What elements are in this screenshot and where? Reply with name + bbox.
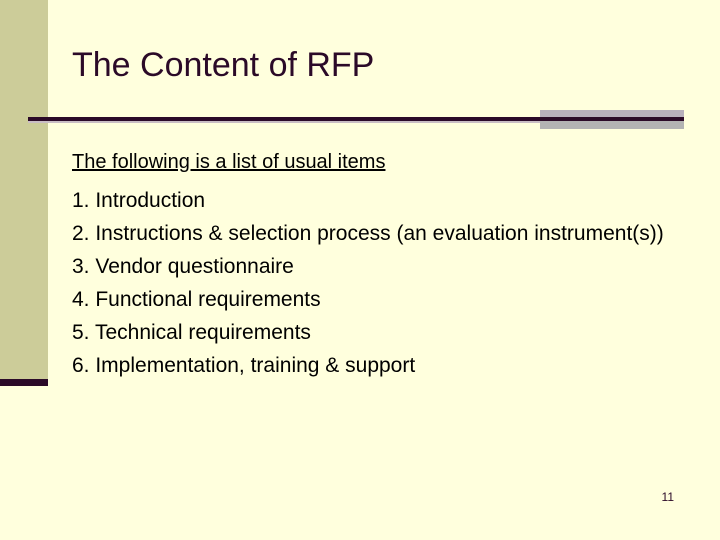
rfp-content-list: 1. Introduction 2. Instructions & select…	[72, 184, 668, 382]
lead-in-text: The following is a list of usual items	[72, 151, 386, 173]
divider-rule-shadow	[28, 121, 540, 123]
left-band-footer-bar	[0, 379, 48, 386]
list-item: 5. Technical requirements	[72, 321, 311, 344]
list-item: 6. Implementation, training & support	[72, 354, 416, 377]
divider-grey-highlight	[540, 110, 684, 118]
divider-rule	[28, 117, 684, 121]
left-decorative-band	[0, 0, 48, 379]
content-body: The following is a list of usual items 1…	[72, 148, 668, 382]
list-item: 3. Vendor questionnaire	[72, 255, 294, 278]
list-item: 4. Functional requirements	[72, 288, 321, 311]
page-number: 11	[661, 490, 674, 504]
page-title: The Content of RFP	[72, 46, 375, 84]
list-item: 1. Introduction	[72, 189, 206, 212]
list-item: 2. Instructions & selection process (an …	[72, 222, 664, 245]
